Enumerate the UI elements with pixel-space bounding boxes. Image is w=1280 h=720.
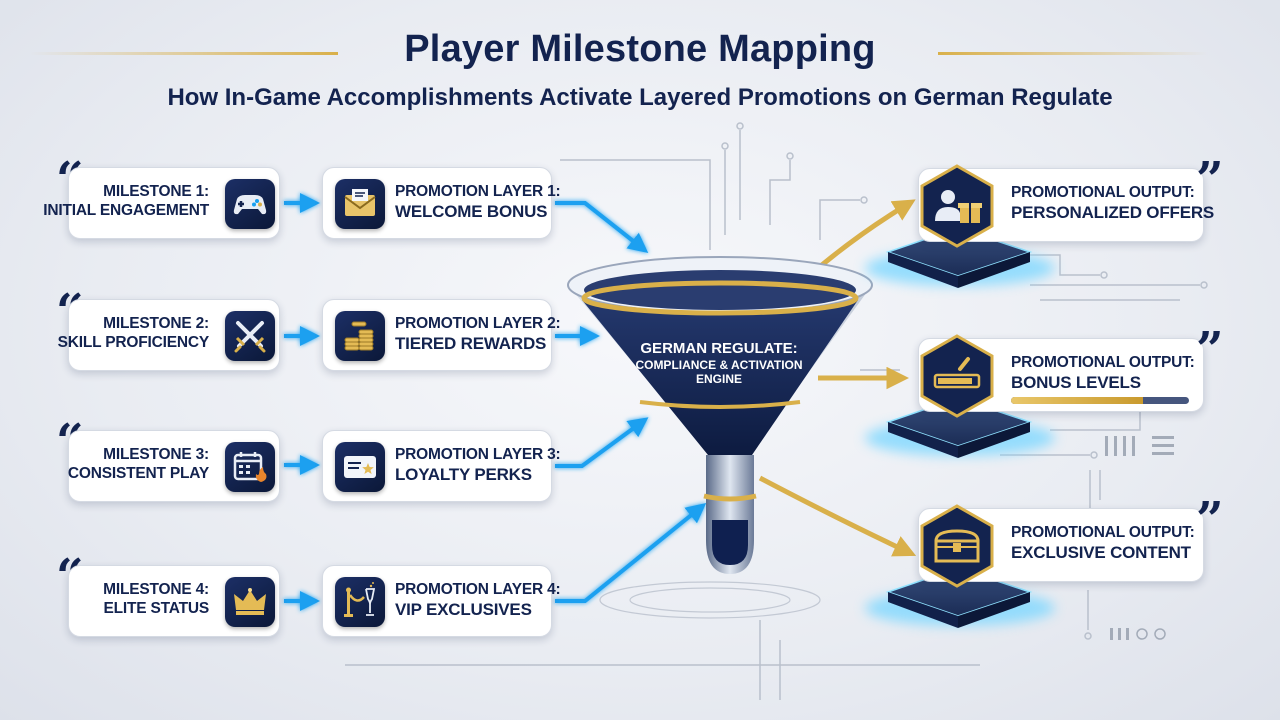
arrow-promo3-to-funnel — [555, 417, 649, 468]
output-1-label: PROMOTIONAL OUTPUT: — [1011, 184, 1195, 201]
milestone-1-name: INITIAL ENGAGEMENT — [43, 202, 209, 220]
crown-icon — [225, 577, 275, 627]
platform-1 — [865, 227, 1055, 288]
output-3-label: PROMOTIONAL OUTPUT: — [1011, 524, 1195, 541]
calendar-flame-icon — [225, 442, 275, 492]
promotion-4-layer: PROMOTION LAYER 4: — [395, 581, 561, 598]
vip-rope-champagne-icon — [335, 577, 385, 627]
title-rule-right — [938, 52, 1208, 55]
funnel-label: GERMAN REGULATE: COMPLIANCE & ACTIVATION… — [614, 340, 824, 387]
milestone-4-name: ELITE STATUS — [103, 600, 209, 618]
milestone-3-name: CONSISTENT PLAY — [67, 465, 209, 483]
promotion-card-3[interactable]: PROMOTION LAYER 3: LOYALTY PERKS — [322, 430, 561, 502]
user-gift-icon — [920, 164, 994, 248]
envelope-icon — [335, 179, 385, 229]
promotion-3-name: LOYALTY PERKS — [395, 465, 532, 485]
milestone-2-name: SKILL PROFICIENCY — [57, 334, 210, 352]
milestone-card-1[interactable]: MILESTONE 1: INITIAL ENGAGEMENT — [43, 167, 280, 239]
milestone-4-number: MILESTONE 4: — [103, 581, 209, 598]
crossed-swords-icon — [225, 311, 275, 361]
quote-close-icon: ” — [1196, 492, 1224, 548]
milestone-card-2[interactable]: MILESTONE 2: SKILL PROFICIENCY — [58, 299, 280, 371]
bonus-level-progress — [1011, 397, 1189, 404]
quote-close-icon: ” — [1196, 152, 1224, 208]
promotion-1-name: WELCOME BONUS — [395, 202, 548, 222]
promotion-1-layer: PROMOTION LAYER 1: — [395, 183, 561, 200]
page-title: Player Milestone Mapping — [404, 28, 876, 70]
milestone-3-number: MILESTONE 3: — [103, 446, 209, 463]
output-2-name: BONUS LEVELS — [1011, 373, 1141, 393]
output-1-name: PERSONALIZED OFFERS — [1011, 203, 1215, 223]
funnel-label-title: GERMAN REGULATE: — [640, 340, 798, 357]
promotion-3-layer: PROMOTION LAYER 3: — [395, 446, 561, 463]
promotion-card-1[interactable]: PROMOTION LAYER 1: WELCOME BONUS — [322, 167, 561, 239]
page-subtitle: How In-Game Accomplishments Activate Lay… — [167, 84, 1113, 111]
arrow-funnel-to-output3 — [758, 475, 917, 557]
level-bar-icon — [920, 334, 994, 418]
output-2-label: PROMOTIONAL OUTPUT: — [1011, 354, 1195, 371]
milestone-1-number: MILESTONE 1: — [103, 183, 209, 200]
promotion-2-layer: PROMOTION LAYER 2: — [395, 315, 561, 332]
quote-close-icon: ” — [1196, 322, 1224, 378]
funnel-label-subtitle: COMPLIANCE & ACTIVATION ENGINE — [635, 358, 803, 387]
promotion-card-2[interactable]: PROMOTION LAYER 2: TIERED REWARDS — [322, 299, 561, 371]
title-rule-left — [30, 52, 338, 55]
milestone-card-4[interactable]: MILESTONE 4: ELITE STATUS — [68, 565, 280, 637]
star-card-icon — [335, 442, 385, 492]
arrow-promo1-to-funnel — [555, 201, 649, 253]
arrow-promo4-to-funnel — [555, 502, 707, 603]
milestone-2-number: MILESTONE 2: — [103, 315, 209, 332]
gamepad-icon — [225, 179, 275, 229]
promotion-4-name: VIP EXCLUSIVES — [395, 600, 532, 620]
milestone-card-3[interactable]: MILESTONE 3: CONSISTENT PLAY — [68, 430, 280, 502]
output-3-name: EXCLUSIVE CONTENT — [1011, 543, 1191, 563]
promotion-2-name: TIERED REWARDS — [395, 334, 547, 354]
bonus-level-progress-fill — [1011, 397, 1143, 404]
coin-stacks-icon — [335, 311, 385, 361]
promotion-card-4[interactable]: PROMOTION LAYER 4: VIP EXCLUSIVES — [322, 565, 561, 637]
treasure-chest-icon — [920, 504, 994, 588]
